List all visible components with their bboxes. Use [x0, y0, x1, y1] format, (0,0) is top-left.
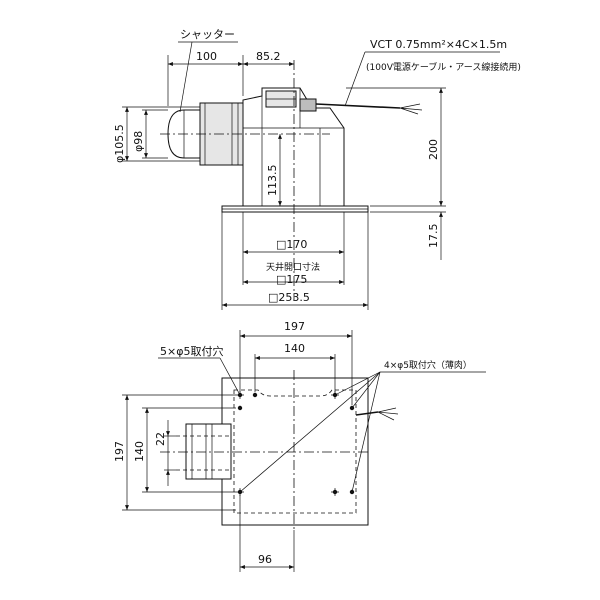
dim-197-top: 197	[284, 320, 305, 333]
junction-box	[299, 98, 317, 112]
dim-square-175: □175	[276, 273, 307, 286]
dim-17-5: 17.5	[427, 224, 440, 249]
duct-adapter-plan	[185, 423, 232, 480]
dim-square-170: □170	[276, 238, 307, 251]
dim-197-left: 197	[113, 441, 126, 462]
cable	[315, 103, 401, 109]
cable-plan	[355, 411, 379, 416]
dim-140-left: 140	[133, 441, 146, 462]
dim-phi-98: φ98	[132, 131, 145, 152]
dim-22: 22	[154, 432, 167, 446]
dim-100: 100	[196, 50, 217, 63]
dim-square-253-5: □253.5	[268, 291, 310, 304]
dim-phi-105-5: φ105.5	[113, 124, 126, 163]
inner-outline	[233, 389, 357, 514]
ceiling-opening-label: 天井開口寸法	[266, 261, 320, 273]
dim-200: 200	[427, 139, 440, 160]
dim-96: 96	[258, 553, 272, 566]
cable-note: (100V電源ケーブル・アース線接続用)	[366, 61, 521, 73]
side-view: シャッター 100 85.2 φ105.5 φ98 113.5 VCT 0.75…	[113, 28, 521, 310]
dim-85-2: 85.2	[256, 50, 281, 63]
cable-spec: VCT 0.75mm²×4C×1.5m	[370, 38, 507, 51]
four-holes-label: 4×φ5取付穴（薄肉）	[384, 359, 472, 371]
dim-140-top: 140	[284, 342, 305, 355]
ceiling-plate-plan	[221, 377, 369, 526]
shutter-label: シャッター	[180, 28, 235, 41]
top-view: 4×φ5取付穴（薄肉） 5×φ5取付穴 197 140 197 140 22	[113, 320, 486, 572]
main-body	[242, 87, 345, 207]
five-holes-label: 5×φ5取付穴	[160, 344, 223, 358]
dim-113-5: 113.5	[266, 165, 279, 197]
